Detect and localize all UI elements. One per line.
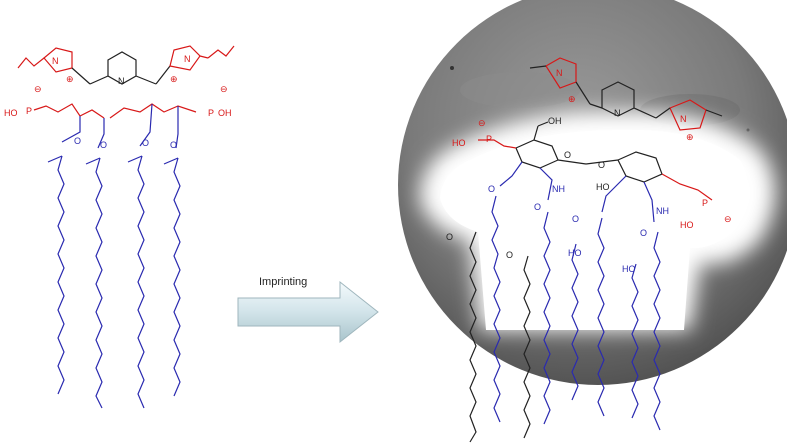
ring-oxygen-label: O bbox=[564, 150, 571, 160]
imidazolium-nitrogen-label: N bbox=[680, 114, 687, 124]
glycosidic-oxygen-label: O bbox=[598, 160, 605, 170]
left-template-molecule: N N ⊕ ⊕ N ⊖ ⊖ HO OH P P O O O O bbox=[4, 45, 235, 409]
imidazolium-charge-plus-icon: ⊕ bbox=[686, 132, 694, 142]
ester-oxygen-label: O bbox=[170, 140, 177, 150]
hydroxyl-label: HO bbox=[596, 182, 610, 192]
ester-oxygen-label: O bbox=[142, 138, 149, 148]
amide-label: NH bbox=[656, 206, 669, 216]
imidazolium-nitrogen-label: N bbox=[184, 54, 191, 64]
imidazolium-charge-plus-icon: ⊕ bbox=[66, 74, 74, 84]
hydroxyl-label: HO bbox=[4, 108, 18, 118]
imidazolium-nitrogen-label: N bbox=[556, 68, 563, 78]
amide-label: NH bbox=[552, 184, 565, 194]
imprinting-arrow bbox=[237, 280, 379, 344]
phosphorus-label: P bbox=[208, 108, 214, 118]
ester-oxygen-label: O bbox=[100, 140, 107, 150]
hydroxyl-label: HO bbox=[622, 264, 636, 274]
phosphorus-label: P bbox=[702, 198, 708, 208]
lipid-a-disaccharide: OH HO P ⊖ O O HO NH NH P HO ⊖ O O O O O … bbox=[446, 116, 732, 443]
phosphate-charge-minus-icon: ⊖ bbox=[34, 84, 42, 94]
hydroxyl-label: HO bbox=[452, 138, 466, 148]
phosphorus-label: P bbox=[26, 106, 32, 116]
pyridine-nitrogen-label: N bbox=[614, 108, 621, 118]
phosphate-charge-minus-icon: ⊖ bbox=[478, 118, 486, 128]
ester-oxygen-label: O bbox=[74, 136, 81, 146]
phosphorus-label: P bbox=[486, 134, 492, 144]
imprinting-label: Imprinting bbox=[259, 276, 308, 288]
ester-oxygen-label: O bbox=[488, 184, 495, 194]
pyridine-nitrogen-label: N bbox=[118, 76, 125, 86]
imidazolium-charge-plus-icon: ⊕ bbox=[568, 94, 576, 104]
hydroxyl-label: OH bbox=[218, 108, 232, 118]
hydroxyl-label: HO bbox=[568, 248, 582, 258]
imprinted-polymer-sphere bbox=[398, 0, 787, 385]
imidazolium-nitrogen-label: N bbox=[52, 56, 59, 66]
phosphate-charge-minus-icon: ⊖ bbox=[724, 214, 732, 224]
imidazolium-charge-plus-icon: ⊕ bbox=[170, 74, 178, 84]
phosphate-charge-minus-icon: ⊖ bbox=[220, 84, 228, 94]
ester-oxygen-label: O bbox=[446, 232, 453, 242]
hydroxyl-label: OH bbox=[548, 116, 562, 126]
ester-oxygen-label: O bbox=[506, 250, 513, 260]
ester-oxygen-label: O bbox=[640, 228, 647, 238]
ester-oxygen-label: O bbox=[534, 202, 541, 212]
right-template-molecule: N ⊕ N N ⊕ bbox=[529, 57, 723, 142]
hydroxyl-label: HO bbox=[680, 220, 694, 230]
ester-oxygen-label: O bbox=[572, 214, 579, 224]
